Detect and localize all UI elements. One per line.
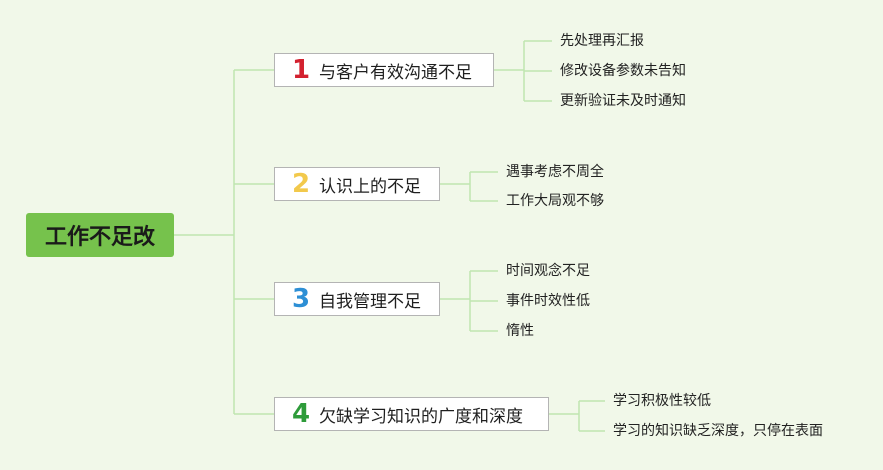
branch-number-4: 4 xyxy=(291,399,311,429)
leaf-item[interactable]: 时间观念不足 xyxy=(506,263,590,279)
branch-node-3[interactable]: 3 自我管理不足 xyxy=(274,282,440,316)
branch-number-3: 3 xyxy=(291,284,311,314)
leaf-item[interactable]: 惰性 xyxy=(506,323,534,339)
leaf-item[interactable]: 事件时效性低 xyxy=(506,293,590,309)
branch-label-3: 自我管理不足 xyxy=(319,291,421,312)
leaf-item[interactable]: 更新验证未及时通知 xyxy=(560,93,686,109)
branch-number-2: 2 xyxy=(291,169,311,199)
leaf-item[interactable]: 工作大局观不够 xyxy=(506,193,604,209)
root-label: 工作不足改 xyxy=(44,225,155,250)
branch-label-1: 与客户有效沟通不足 xyxy=(319,62,472,83)
branch-label-4: 欠缺学习知识的广度和深度 xyxy=(319,406,523,427)
branch-node-1[interactable]: 1 与客户有效沟通不足 xyxy=(274,53,494,87)
leaf-item[interactable]: 修改设备参数未告知 xyxy=(560,63,686,79)
branch-label-2: 认识上的不足 xyxy=(319,176,421,197)
branch-node-2[interactable]: 2 认识上的不足 xyxy=(274,167,440,201)
leaf-item[interactable]: 学习积极性较低 xyxy=(613,393,711,409)
branch-node-4[interactable]: 4 欠缺学习知识的广度和深度 xyxy=(274,397,549,431)
branch-number-1: 1 xyxy=(291,55,311,85)
leaf-item[interactable]: 先处理再汇报 xyxy=(560,33,644,49)
leaf-item[interactable]: 遇事考虑不周全 xyxy=(506,164,604,180)
root-node[interactable]: 工作不足改 xyxy=(26,213,174,257)
leaf-item[interactable]: 学习的知识缺乏深度，只停在表面 xyxy=(613,423,823,439)
